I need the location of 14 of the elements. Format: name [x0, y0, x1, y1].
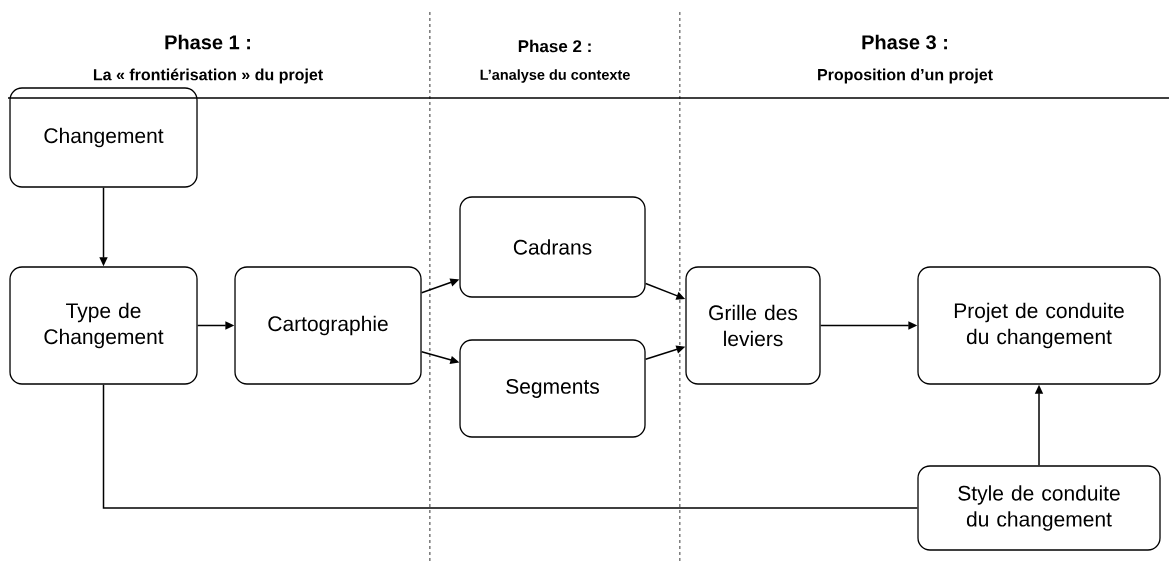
phase-heading: Proposition d’un projet [818, 68, 993, 84]
process-box: Changement [9, 87, 198, 188]
phase-heading: Phase 1 : [165, 34, 250, 50]
process-box: Grille des leviers [685, 266, 821, 385]
process-box: Segments [459, 339, 646, 438]
phase-heading: Phase 3 : [862, 34, 947, 50]
process-box: Projet de conduite du changement [917, 266, 1161, 385]
phase-heading: Phase 2 : [518, 39, 591, 53]
process-box: Style de conduite du changement [917, 465, 1161, 551]
phase-heading: La « frontiérisation » du projet [93, 68, 323, 84]
process-box: Type de Changement [9, 266, 198, 385]
process-box: Cartographie [234, 266, 422, 385]
process-box: Cadrans [459, 196, 646, 298]
phase-heading: L’analyse du contexte [480, 69, 630, 83]
